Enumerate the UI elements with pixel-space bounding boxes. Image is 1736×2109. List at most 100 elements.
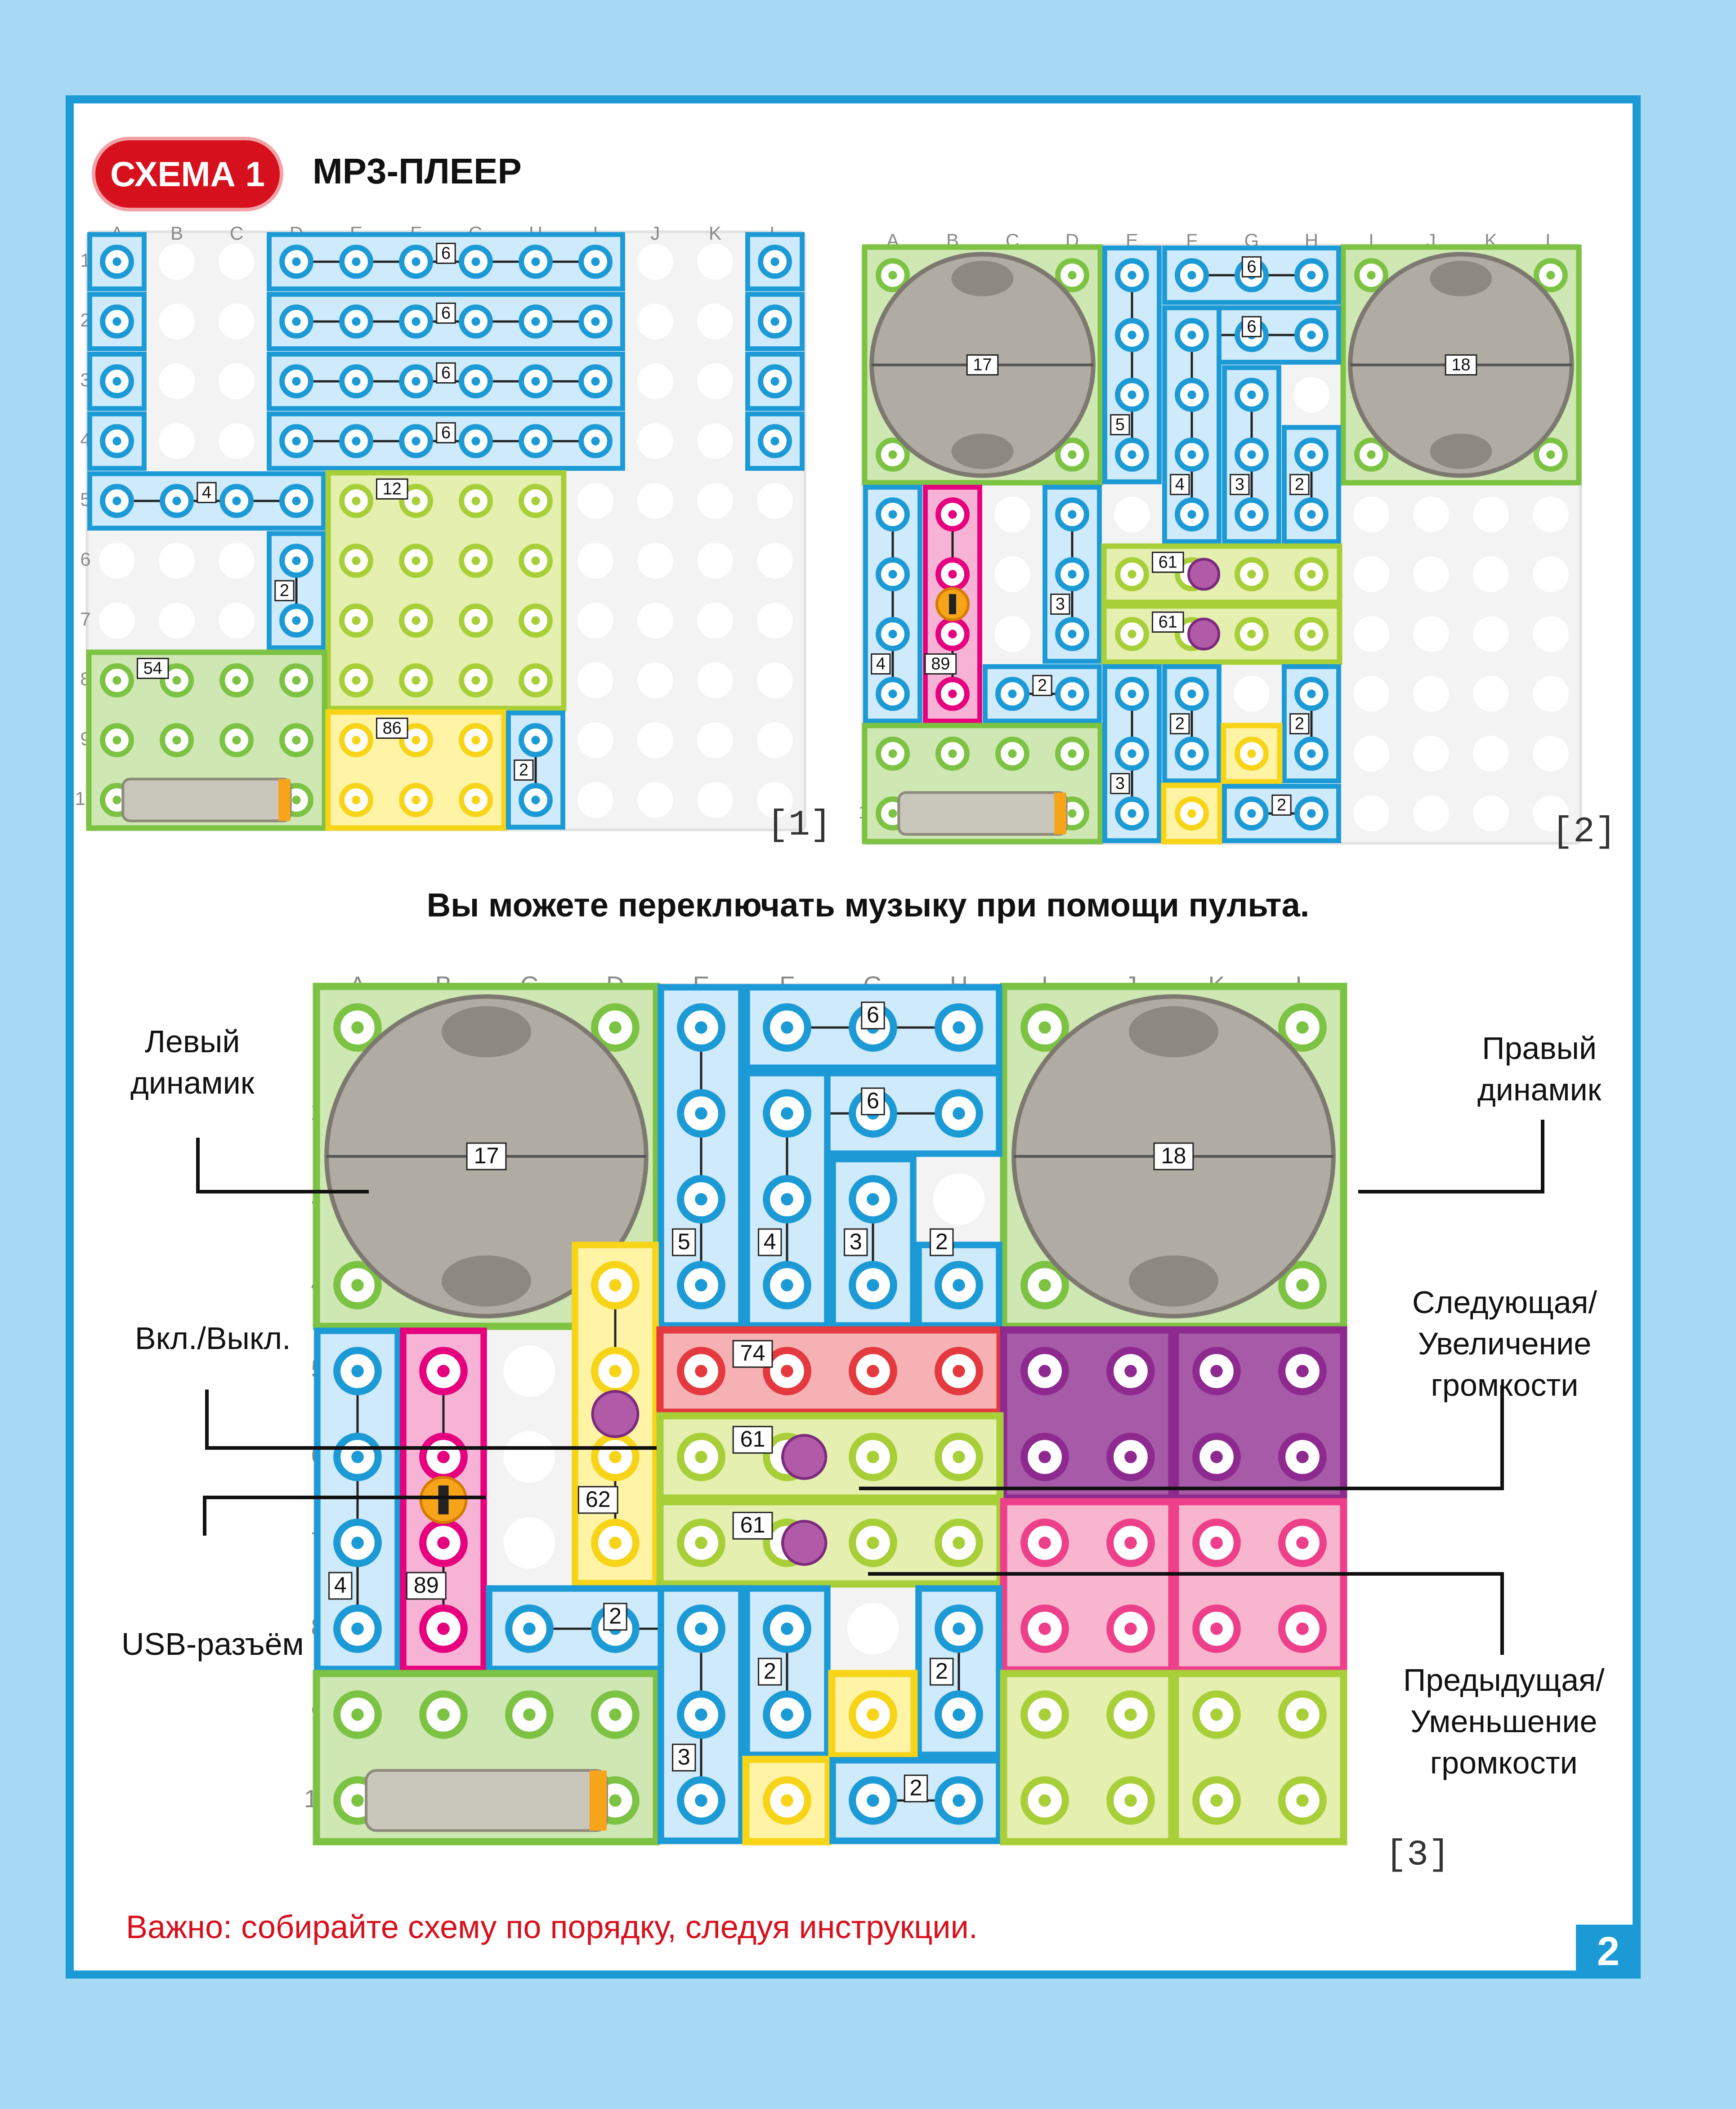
- part-number: 6: [441, 304, 451, 322]
- peg-center: [948, 570, 957, 579]
- motor-icon: [365, 1769, 608, 1832]
- base-hole: [994, 556, 1030, 592]
- peg-center: [351, 1794, 364, 1807]
- part-number: 6: [441, 423, 451, 442]
- peg-center: [1210, 1794, 1223, 1807]
- page-number: 2: [1576, 1925, 1641, 1979]
- instruction-text: Вы можете переключать музыку при помощи …: [426, 886, 1310, 924]
- base-hole: [577, 782, 613, 818]
- peg-center: [292, 377, 301, 386]
- peg-center: [172, 676, 181, 685]
- base-hole: [697, 662, 733, 698]
- part-number: 18: [1161, 1143, 1186, 1168]
- peg-center: [1296, 1279, 1309, 1291]
- peg-center: [948, 689, 957, 698]
- peg-center: [1247, 749, 1256, 758]
- part-number-box: [1110, 414, 1130, 436]
- peg-center: [695, 1107, 707, 1120]
- peg-center: [1210, 1708, 1223, 1721]
- callout-leader-line: [868, 1572, 1504, 1655]
- peg-center: [1124, 1622, 1137, 1635]
- peg-center: [1124, 1451, 1137, 1463]
- peg-center: [523, 1622, 536, 1635]
- base-hole: [1413, 496, 1449, 532]
- part-number: 86: [383, 719, 402, 737]
- peg-center: [948, 749, 957, 758]
- peg-center: [471, 736, 480, 745]
- board-b3: ABCDEFGHIJKL1234567891017185664326274489…: [304, 971, 1347, 1845]
- base-hole: [697, 363, 733, 399]
- speaker-lug: [951, 433, 1014, 469]
- peg-center: [1210, 1622, 1223, 1635]
- motor-cap: [589, 1770, 607, 1831]
- peg-center: [437, 1451, 450, 1463]
- base-hole: [1413, 795, 1449, 831]
- part-number-box: [1230, 474, 1250, 496]
- base-hole: [757, 543, 793, 579]
- peg-center: [695, 1021, 707, 1034]
- peg-center: [953, 1451, 965, 1463]
- peg-center: [351, 1279, 364, 1291]
- part-number: 61: [1159, 612, 1177, 631]
- peg-center: [232, 676, 241, 685]
- part-number-box: [197, 482, 217, 503]
- base-hole: [1533, 795, 1569, 831]
- part-number: 89: [931, 654, 950, 673]
- peg-center: [1307, 450, 1316, 459]
- peg-center: [437, 1708, 450, 1721]
- part-number: 2: [935, 1658, 948, 1684]
- peg-center: [112, 496, 121, 505]
- part-number: 6: [867, 1002, 879, 1028]
- callout-line: Правый: [1482, 1031, 1597, 1066]
- peg-center: [609, 1537, 622, 1549]
- peg-center: [531, 317, 540, 326]
- peg-center: [1210, 1365, 1223, 1377]
- peg-center: [1187, 450, 1196, 459]
- peg-center: [172, 736, 181, 745]
- peg-center: [770, 317, 779, 326]
- peg-center: [591, 377, 600, 386]
- base-hole: [99, 603, 135, 639]
- peg-center: [1247, 510, 1256, 519]
- peg-center: [781, 1107, 793, 1120]
- warning-note: Важно: собирайте схему по порядку, следу…: [126, 1909, 978, 1945]
- part-number-box: [871, 653, 891, 675]
- peg-center: [112, 795, 121, 804]
- peg-center: [352, 616, 361, 625]
- peg-center: [695, 1365, 707, 1377]
- part-number-box: [1152, 551, 1184, 573]
- peg-center: [1128, 689, 1136, 698]
- peg-center: [1068, 809, 1077, 818]
- part-number-box: [732, 1340, 773, 1368]
- part-number: 6: [867, 1088, 879, 1113]
- base-hole: [1533, 736, 1569, 772]
- peg-center: [531, 736, 540, 745]
- base-hole: [757, 722, 793, 758]
- peg-center: [351, 1622, 364, 1635]
- part-number-box: [376, 478, 408, 500]
- callout-line: Уменьшение: [1410, 1704, 1597, 1739]
- peg-center: [1124, 1794, 1137, 1807]
- peg-center: [1296, 1622, 1309, 1635]
- part-number-box: [758, 1228, 782, 1256]
- base-hole: [637, 304, 673, 340]
- peg-center: [1128, 450, 1136, 459]
- part-number: 2: [1295, 714, 1304, 733]
- peg-center: [770, 257, 779, 266]
- peg-center: [953, 1537, 965, 1549]
- part-number: 4: [202, 483, 211, 502]
- part-number-box: [732, 1511, 773, 1540]
- base-hole: [99, 543, 135, 579]
- peg-center: [1068, 630, 1077, 639]
- part-number-box: [436, 362, 456, 384]
- peg-center: [352, 496, 361, 505]
- base-hole: [577, 543, 613, 579]
- peg-center: [531, 616, 540, 625]
- callout-right-speaker: Правый динамик: [1477, 1028, 1601, 1110]
- part-number: 4: [334, 1572, 347, 1598]
- speaker-lug: [1129, 1006, 1218, 1058]
- peg-center: [412, 795, 421, 804]
- base-hole: [503, 1517, 555, 1569]
- base-hole: [1353, 676, 1389, 712]
- row-label: 6: [80, 549, 90, 570]
